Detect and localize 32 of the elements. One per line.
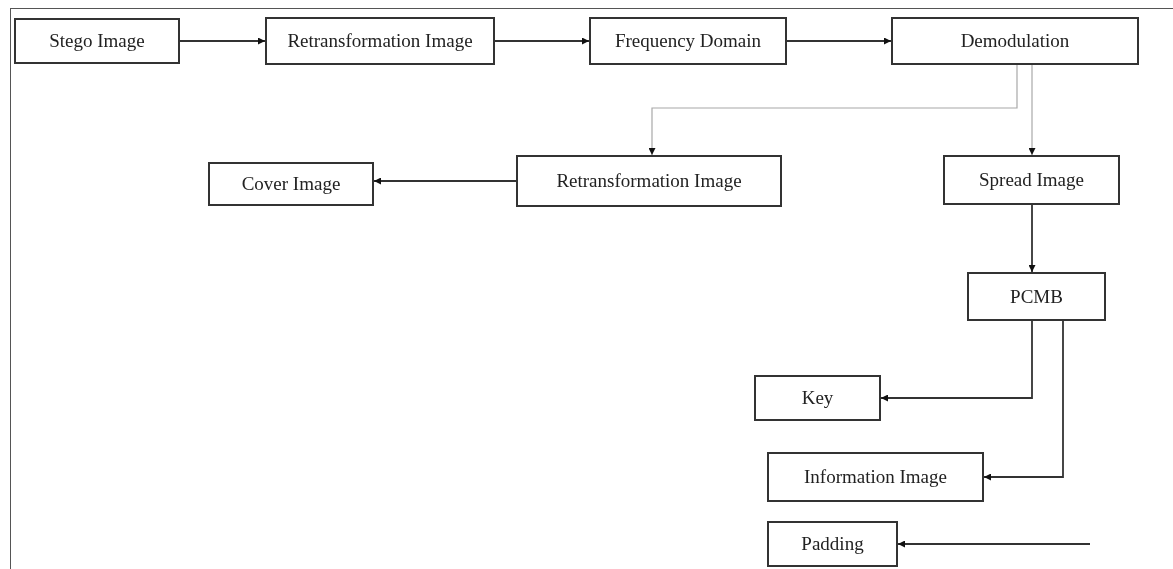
box-label: Padding <box>801 533 864 555</box>
process-box <box>14 18 180 64</box>
box-label: Spread Image <box>979 169 1084 191</box>
arrow <box>897 540 1091 548</box>
box-label: Information Image <box>804 466 947 488</box>
process-box <box>208 162 374 206</box>
arrow <box>983 320 1064 481</box>
box-label: Demodulation <box>960 30 1070 52</box>
box-label: PCMB <box>1010 285 1063 308</box>
process-box <box>767 521 898 567</box>
process-box <box>754 375 881 421</box>
box-label: Key <box>801 387 834 409</box>
arrow <box>179 37 266 45</box>
process-box <box>516 155 782 207</box>
box-label: Retransformation Image <box>556 170 742 192</box>
arrow <box>494 37 590 45</box>
arrow <box>1028 64 1036 156</box>
arrow <box>648 64 1018 156</box>
box-label: Stego Image <box>49 30 145 52</box>
arrow <box>1028 204 1036 273</box>
process-box <box>967 272 1106 321</box>
process-box <box>767 452 984 502</box>
arrow <box>786 37 892 45</box>
arrow <box>373 177 517 185</box>
process-box <box>891 17 1139 65</box>
box-label: Cover Image <box>241 173 341 195</box>
box-label: Frequency Domain <box>614 30 762 52</box>
process-box <box>943 155 1120 205</box>
process-box <box>589 17 787 65</box>
arrow <box>880 320 1033 402</box>
box-label: Retransformation Image <box>287 30 473 52</box>
process-box <box>265 17 495 65</box>
